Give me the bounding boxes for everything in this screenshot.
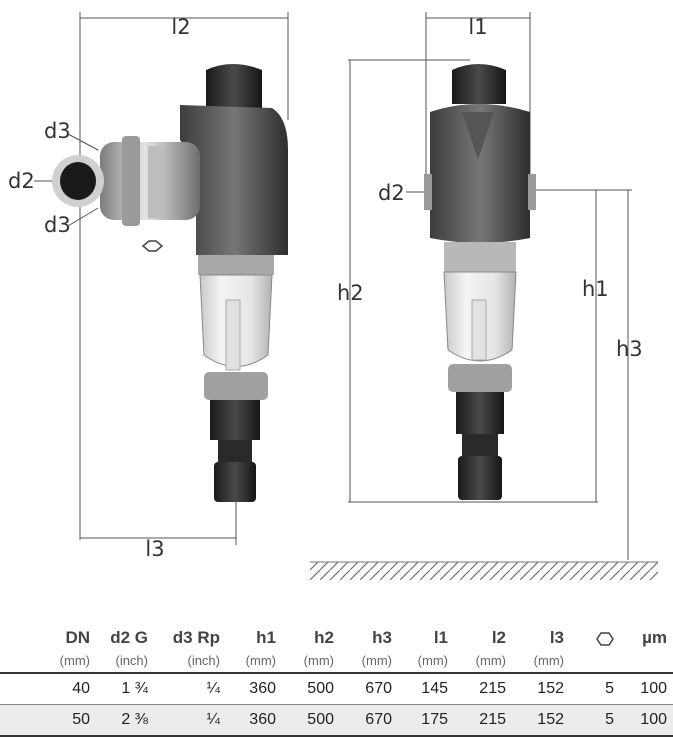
cell: 40 [0, 673, 96, 705]
unit-l2: (mm) [454, 648, 512, 674]
unit-l1: (mm) [398, 648, 454, 674]
table-header-row: DN d2 G d3 Rp h1 h2 h3 l1 l2 l3 µm [0, 618, 673, 648]
label-l1: l1 [468, 15, 487, 39]
cell: 50 [0, 704, 96, 737]
unit-d3: (inch) [154, 648, 226, 674]
cell: 2 ⅜ [96, 704, 154, 737]
cell: 360 [226, 673, 282, 705]
cell: 1 ¾ [96, 673, 154, 705]
header-d3: d3 Rp [172, 628, 220, 647]
cell: 500 [282, 673, 340, 705]
label-d2-left: d2 [8, 169, 35, 193]
unit-h3: (mm) [340, 648, 398, 674]
header-um: µm [642, 628, 667, 647]
cell: 215 [454, 704, 512, 737]
label-d3-top: d3 [44, 119, 71, 143]
cell: 145 [398, 673, 454, 705]
unit-h2: (mm) [282, 648, 340, 674]
cell: 215 [454, 673, 512, 705]
cell: 500 [282, 704, 340, 737]
label-l3: l3 [145, 537, 164, 561]
cell: 670 [340, 673, 398, 705]
cell: 152 [512, 704, 570, 737]
label-h2: h2 [337, 281, 364, 305]
cell: 5 [570, 704, 620, 737]
cell: 5 [570, 673, 620, 705]
cell: ¼ [154, 673, 226, 705]
header-d2: d2 G [110, 628, 148, 647]
unit-h1: (mm) [226, 648, 282, 674]
table-row: 40 1 ¾ ¼ 360 500 670 145 215 152 5 100 [0, 673, 673, 705]
table-row: 50 2 ⅜ ¼ 360 500 670 175 215 152 5 100 [0, 704, 673, 737]
header-l2: l2 [491, 628, 506, 647]
cell: 175 [398, 704, 454, 737]
cell: 670 [340, 704, 398, 737]
cell: 152 [512, 673, 570, 705]
header-l1: l1 [433, 628, 448, 647]
header-hex [570, 618, 620, 648]
filter-side-view: l2 l3 d3 d2 d3 [8, 12, 289, 561]
table-units-row: (mm) (inch) (inch) (mm) (mm) (mm) (mm) (… [0, 648, 673, 674]
label-d3-bottom: d3 [44, 213, 71, 237]
unit-hex [570, 648, 620, 674]
header-h1: h1 [256, 628, 276, 647]
filter-front-view: l1 h2 h1 h3 d2 [337, 12, 643, 560]
header-h2: h2 [314, 628, 334, 647]
cell: 100 [620, 704, 673, 737]
cell: 360 [226, 704, 282, 737]
unit-dn: (mm) [0, 648, 96, 674]
label-l2: l2 [171, 15, 190, 39]
label-h1: h1 [582, 277, 609, 301]
header-dn: DN [65, 628, 90, 647]
cell: 100 [620, 673, 673, 705]
label-d2-right: d2 [378, 181, 405, 205]
technical-drawing: l2 l3 d3 d2 d3 [8, 12, 658, 580]
header-l3: l3 [549, 628, 564, 647]
unit-l3: (mm) [512, 648, 570, 674]
spec-table: DN d2 G d3 Rp h1 h2 h3 l1 l2 l3 µm (mm) … [0, 618, 673, 737]
unit-um [620, 648, 673, 674]
unit-d2: (inch) [96, 648, 154, 674]
hexagon-wrench-icon [596, 631, 614, 646]
ground-hatch [310, 561, 658, 580]
cell: ¼ [154, 704, 226, 737]
header-h3: h3 [372, 628, 392, 647]
label-h3: h3 [616, 337, 643, 361]
